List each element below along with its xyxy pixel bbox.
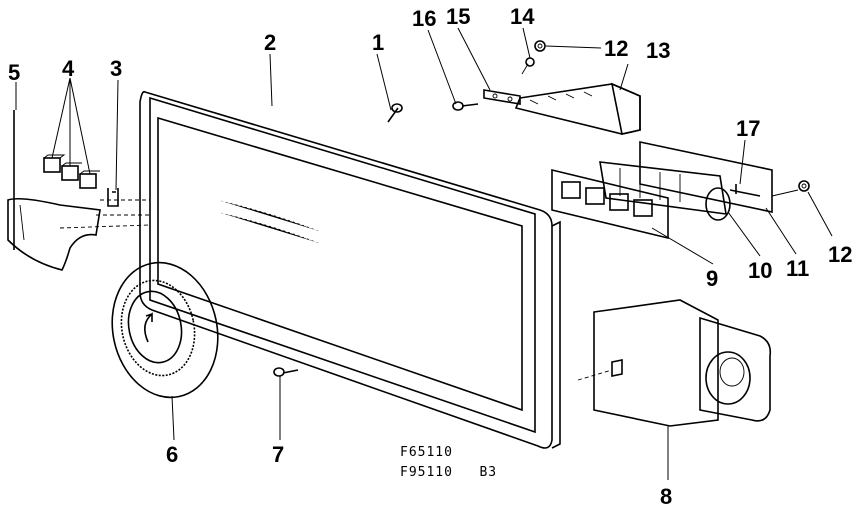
part-screw-bottom <box>273 367 299 377</box>
callout-12-right: 12 <box>828 242 852 267</box>
callout-14: 14 <box>510 4 535 29</box>
callout-8: 8 <box>660 484 672 509</box>
callout-10: 10 <box>748 258 772 283</box>
callout-13: 13 <box>646 38 670 63</box>
part-clip <box>107 188 119 207</box>
callout-6: 6 <box>166 442 178 467</box>
callout-3: 3 <box>110 56 122 81</box>
model-code-2: F95110 B3 <box>400 465 497 480</box>
callout-9: 9 <box>706 266 718 291</box>
part-hardware-small <box>452 57 535 111</box>
callout-15: 15 <box>446 4 470 29</box>
model-code-1: F65110 <box>400 445 453 460</box>
part-screw-top <box>387 103 403 123</box>
callout-7: 7 <box>272 442 284 467</box>
callout-1: 1 <box>372 30 384 55</box>
part-switch-bracket <box>514 82 641 135</box>
part-end-cap <box>7 110 101 271</box>
part-circuit-board <box>639 141 773 213</box>
part-timer-motor <box>577 299 772 427</box>
callout-5: 5 <box>8 60 20 85</box>
part-push-buttons <box>43 154 100 189</box>
part-control-panel <box>139 90 561 449</box>
callout-2: 2 <box>264 30 276 55</box>
part-nut-right <box>798 180 810 192</box>
callout-4: 4 <box>62 56 75 81</box>
callout-16: 16 <box>412 6 436 31</box>
part-nut-top <box>534 40 546 52</box>
part-timer-knob <box>111 261 219 399</box>
part-switch-block <box>599 161 731 221</box>
leader-lines <box>15 27 833 480</box>
callout-11: 11 <box>786 256 809 281</box>
callout-17: 17 <box>736 116 760 141</box>
callout-12-top: 12 <box>604 36 628 61</box>
